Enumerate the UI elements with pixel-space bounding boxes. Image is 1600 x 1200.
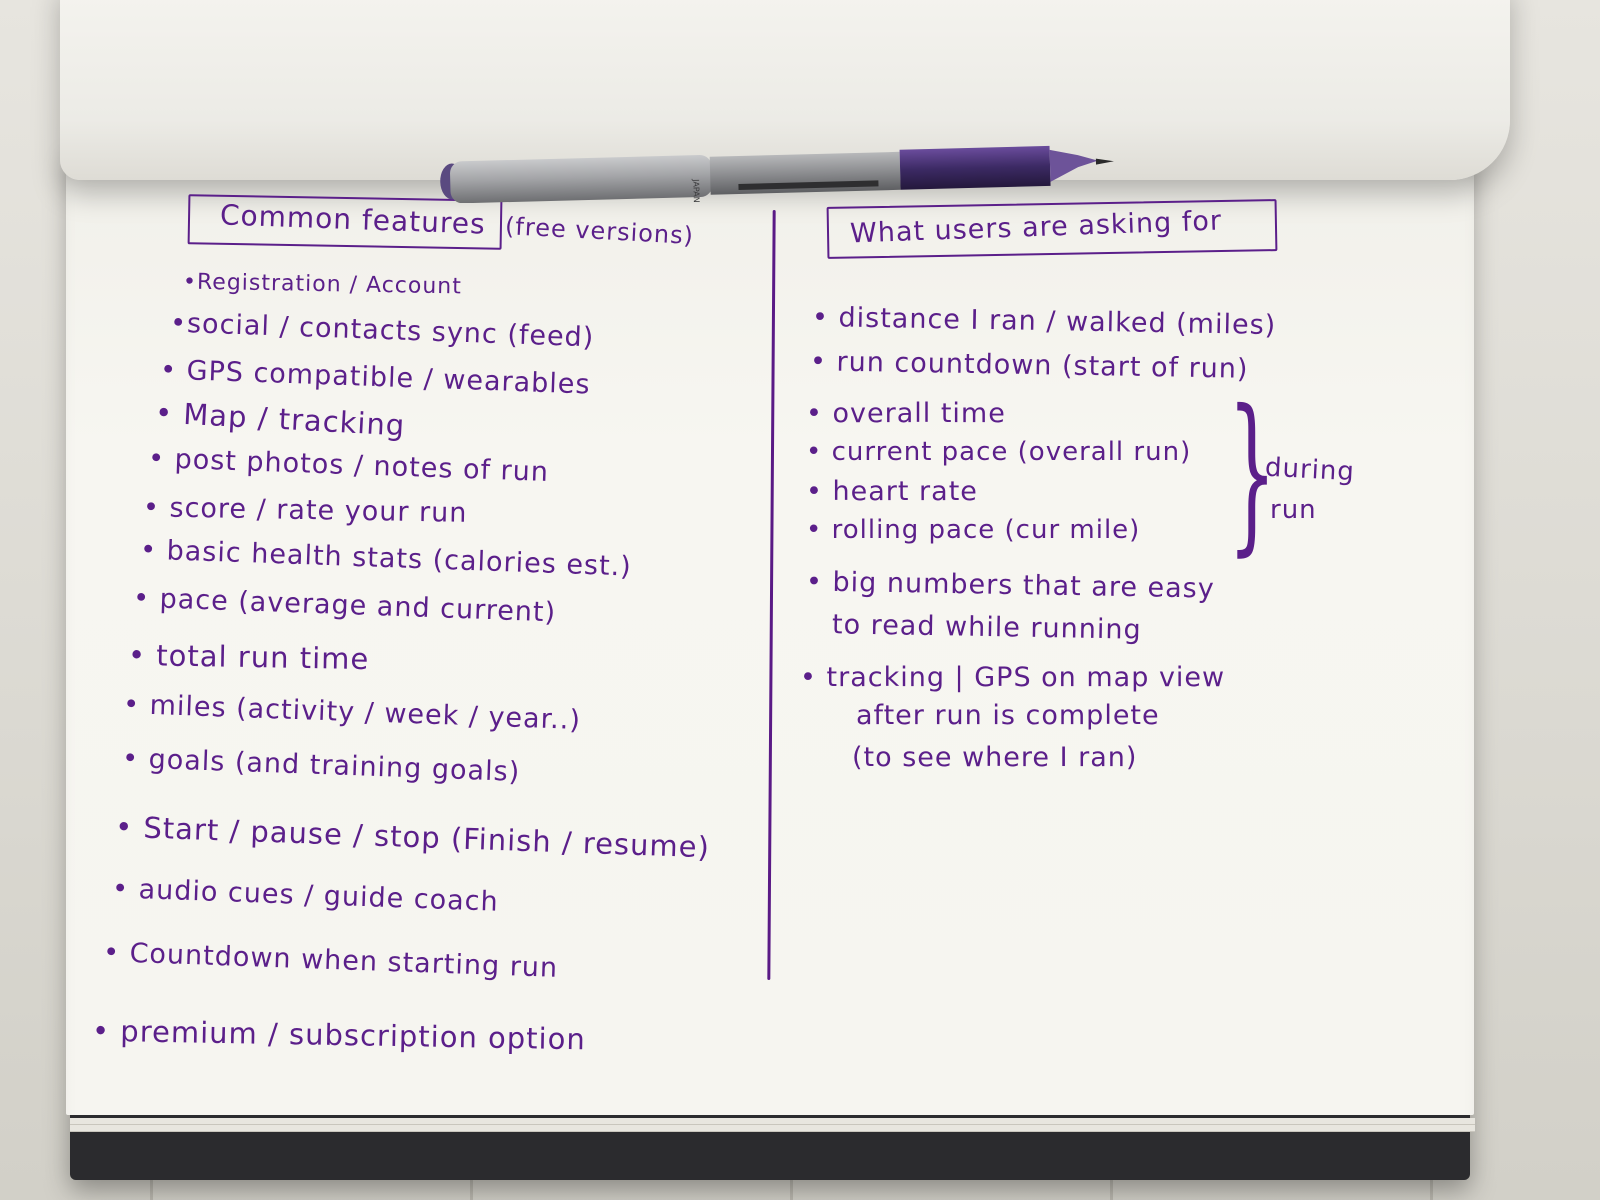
- pen-barrel: [709, 151, 901, 195]
- pen: JAPAN: [440, 145, 1114, 203]
- group-label: run: [1270, 495, 1317, 525]
- left-item: •Registration / Account: [182, 269, 463, 300]
- group-label: during: [1264, 452, 1356, 488]
- right-item: • current pace (overall run): [806, 437, 1192, 467]
- right-item: • overall time: [806, 398, 1006, 429]
- right-item: • rolling pace (cur mile): [806, 515, 1141, 545]
- pen-grip: [1049, 149, 1098, 182]
- grouping-brace: }: [1227, 374, 1277, 572]
- page-stack-edge: [70, 1125, 1475, 1132]
- pen-cap: [450, 155, 713, 203]
- right-item: (to see where I ran): [852, 742, 1138, 773]
- left-item: • total run time: [127, 637, 370, 677]
- right-item: after run is complete: [856, 700, 1160, 731]
- left-item: • score / rate your run: [142, 492, 468, 529]
- pen-brand-text: JAPAN: [691, 178, 701, 203]
- upper-notebook-page: [60, 0, 1510, 180]
- page-stack-edge: [70, 1118, 1475, 1125]
- right-item: to read while running: [831, 609, 1142, 646]
- pen-tip: [1095, 158, 1114, 165]
- right-item: • tracking | GPS on map view: [800, 662, 1226, 693]
- pen-ink-reservoir: [899, 145, 1051, 190]
- right-item: • heart rate: [806, 476, 978, 507]
